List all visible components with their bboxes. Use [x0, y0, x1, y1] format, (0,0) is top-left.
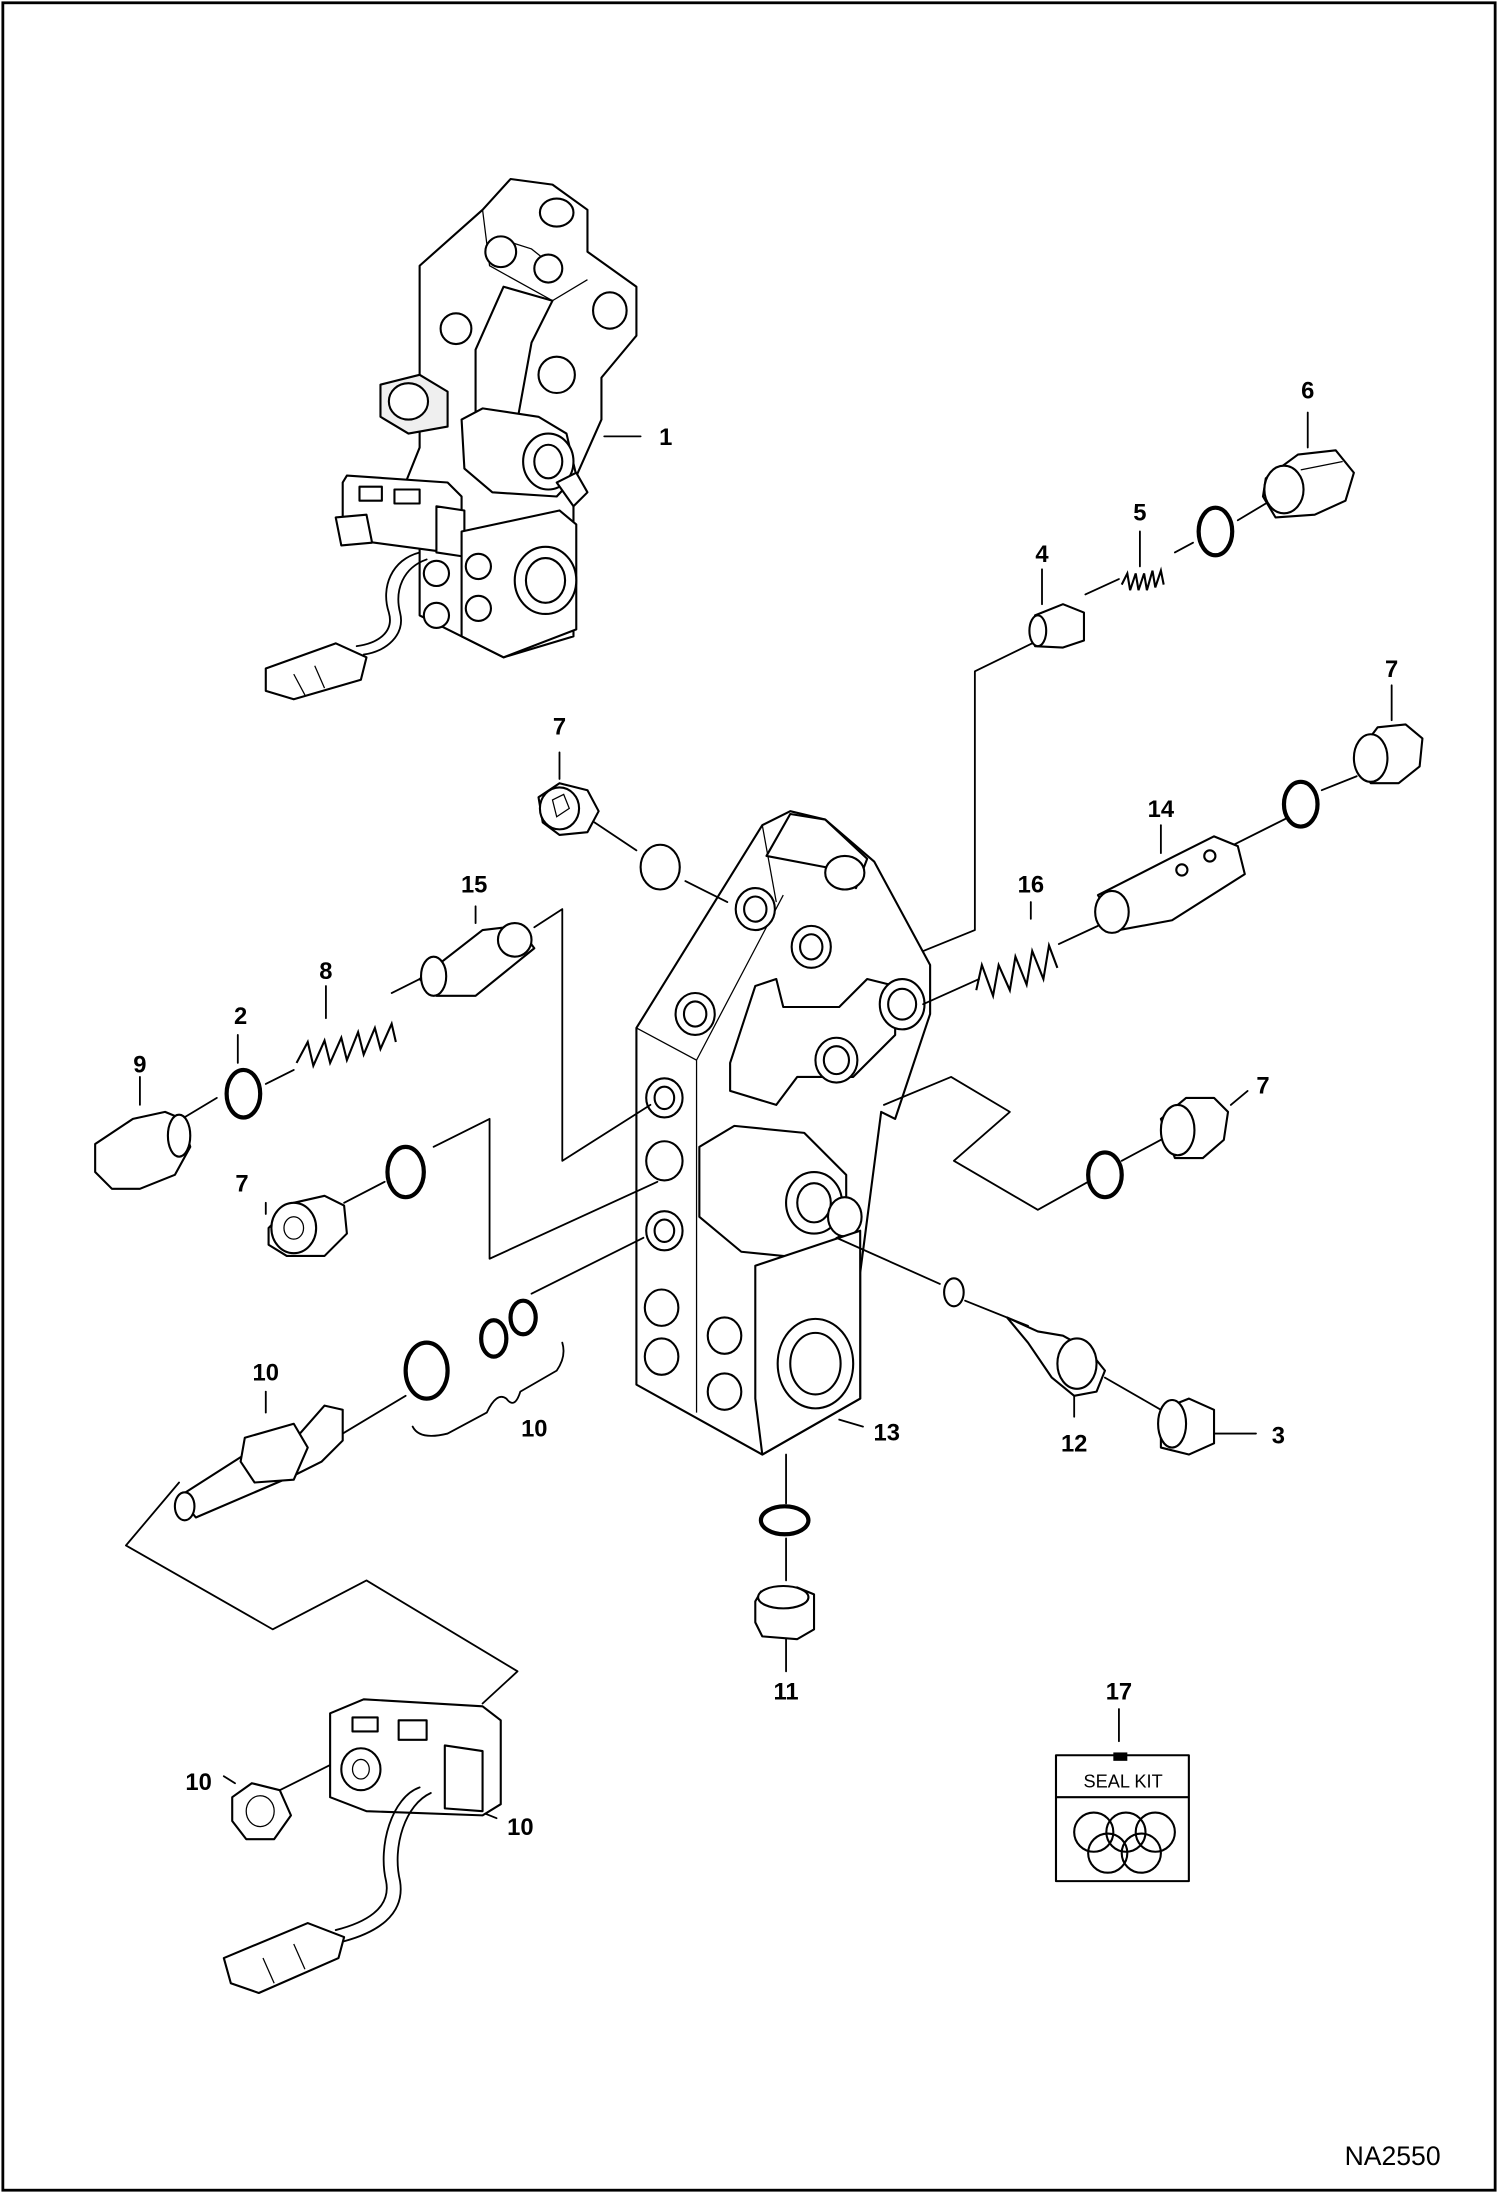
valve-body	[635, 810, 932, 1456]
part-4-poppet	[1028, 603, 1086, 649]
part-2-o-ring	[224, 1067, 263, 1120]
valve-assembly	[264, 177, 638, 701]
part-7-plug-b	[267, 1144, 426, 1257]
part-7-plug-c	[1281, 723, 1424, 829]
callout-3: 3	[1272, 1422, 1285, 1449]
callout-17: 17	[1106, 1678, 1132, 1705]
part-9-cap	[94, 1110, 192, 1190]
part-3-cap	[1157, 1397, 1216, 1456]
part-8-spring	[295, 1020, 397, 1070]
callout-12: 12	[1061, 1431, 1087, 1458]
callout-5: 5	[1133, 499, 1146, 526]
callout-10-seals: 10	[521, 1415, 547, 1442]
callout-9: 9	[133, 1052, 146, 1079]
part-16-spring	[975, 941, 1059, 1000]
callout-6: 6	[1301, 378, 1314, 405]
callout-14: 14	[1148, 796, 1175, 823]
callout-8: 8	[319, 958, 332, 985]
part-10-nut	[231, 1782, 293, 1841]
part-10-coil	[222, 1698, 502, 1995]
callout-7-top-right: 7	[1385, 656, 1398, 683]
callout-7-top: 7	[553, 713, 566, 740]
callout-16: 16	[1018, 871, 1044, 898]
seal-kit-label: SEAL KIT	[1084, 1771, 1163, 1791]
part-12-sensor	[943, 1277, 1106, 1397]
part-7-plug-d	[1086, 1096, 1230, 1200]
callout-10-coil: 10	[507, 1814, 533, 1841]
callout-10-cartridge: 10	[253, 1359, 279, 1386]
callout-1: 1	[659, 424, 672, 451]
part-5-spring	[1120, 566, 1165, 591]
part-11-plug	[754, 1504, 816, 1641]
callout-7-right: 7	[1256, 1073, 1269, 1100]
callout-10-nut: 10	[185, 1769, 211, 1796]
drawing-reference: NA2550	[1345, 2141, 1441, 2171]
callout-11: 11	[774, 1678, 799, 1705]
callout-7-left: 7	[235, 1171, 248, 1198]
part-15-spool	[418, 922, 536, 997]
callout-13: 13	[874, 1420, 900, 1447]
part-10-seals	[403, 1298, 538, 1401]
part-6-plug	[1196, 449, 1355, 558]
part-17-seal-kit	[1054, 1752, 1190, 1883]
callout-15: 15	[461, 871, 487, 898]
part-7-plug-a	[537, 782, 681, 891]
callout-4: 4	[1035, 541, 1049, 568]
callout-2: 2	[234, 1003, 247, 1030]
part-10-cartridge	[173, 1404, 344, 1522]
part-14-spool	[1094, 835, 1246, 934]
